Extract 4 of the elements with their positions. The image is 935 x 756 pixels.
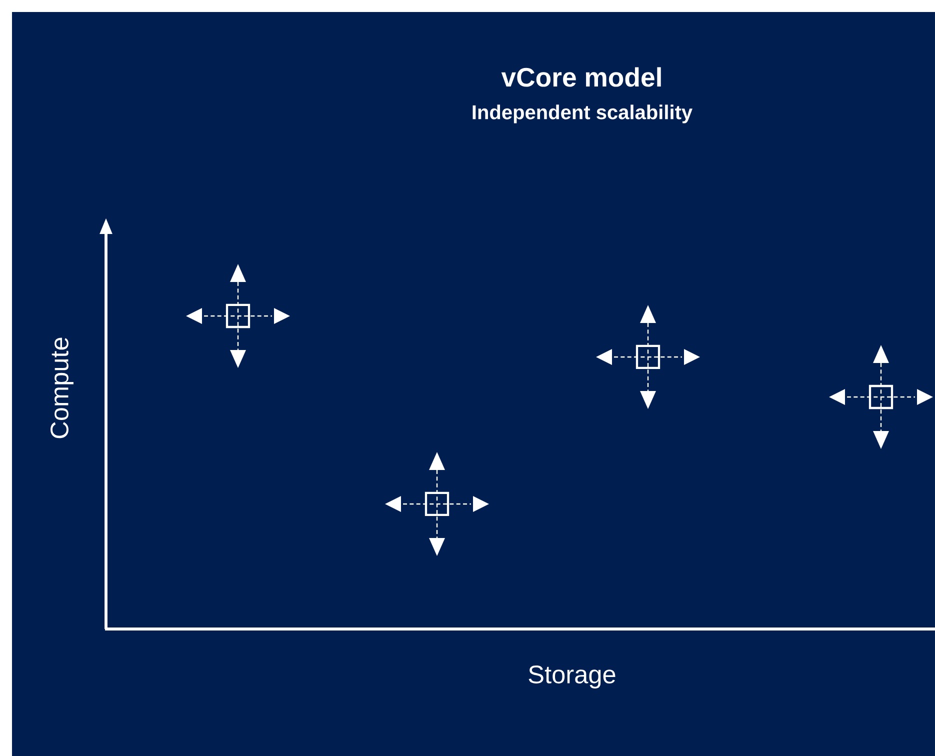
subtitle: Independent scalability [472, 104, 692, 124]
axis-label: Compute [50, 338, 74, 438]
axis-label: Storage [528, 666, 616, 688]
title: vCore model [501, 67, 661, 87]
